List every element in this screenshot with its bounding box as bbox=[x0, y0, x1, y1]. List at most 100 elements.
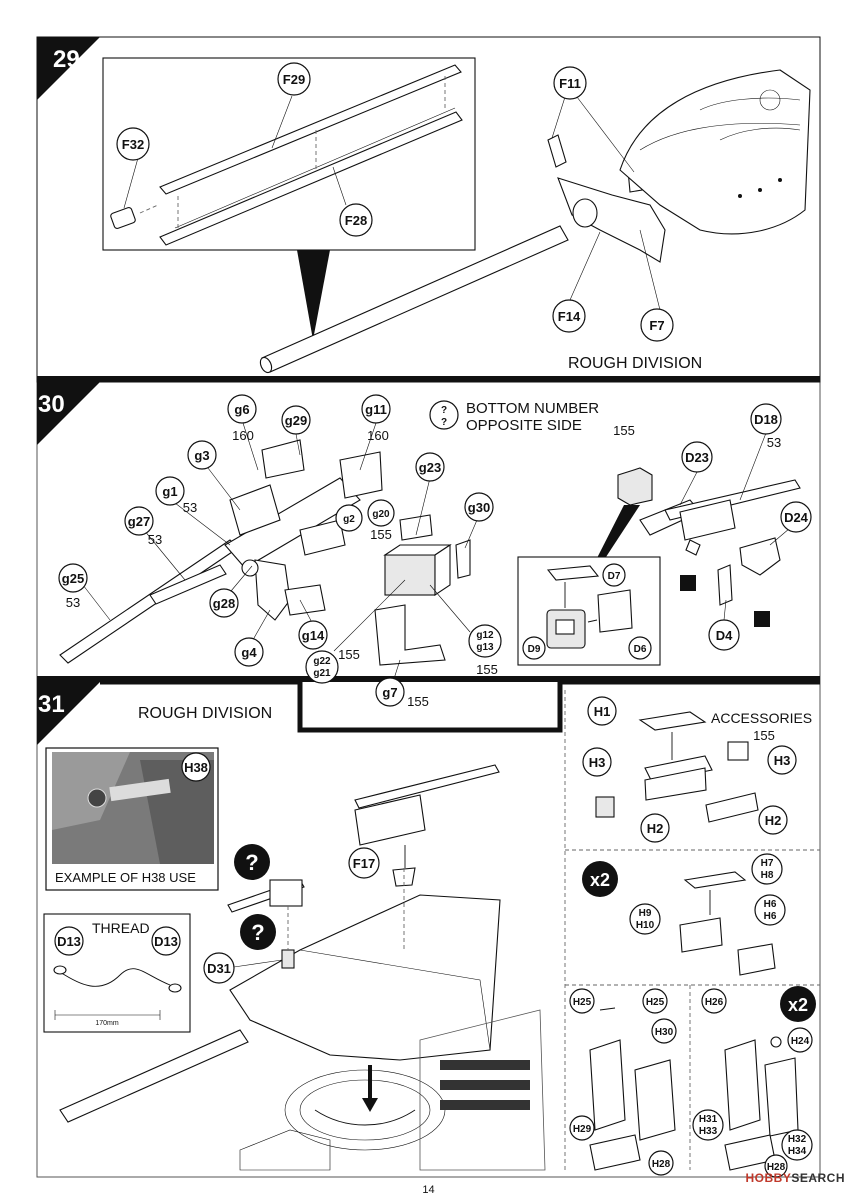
h-left-h28: H28 bbox=[652, 1159, 671, 1170]
paint-num-g12: 155 bbox=[476, 662, 498, 677]
turret-ring bbox=[284, 1069, 446, 1151]
barrel-f28 bbox=[159, 111, 463, 246]
acc2-label-h6b: H6 bbox=[764, 911, 777, 922]
h-right-h24: H24 bbox=[791, 1036, 810, 1047]
legend-symbol-bottom: ? bbox=[441, 417, 447, 428]
watermark: HOBBYSEARCH bbox=[745, 1171, 845, 1185]
h-right-h33: H33 bbox=[699, 1126, 718, 1137]
part-label-d9: D9 bbox=[528, 644, 541, 655]
part-label-g12: g12 bbox=[476, 630, 494, 641]
acc2-label-h6a: H6 bbox=[764, 899, 777, 910]
part-f32-shape bbox=[110, 207, 136, 229]
legend-text-2: OPPOSITE SIDE bbox=[466, 417, 582, 434]
callout-f28 bbox=[339, 203, 373, 237]
h-left-h25b: H25 bbox=[646, 997, 665, 1008]
step-29-badge bbox=[37, 37, 100, 100]
paint-num-d18: 53 bbox=[767, 435, 781, 450]
watermark-rest: SEARCH bbox=[791, 1171, 845, 1185]
acc-label-h3-left: H3 bbox=[589, 755, 606, 770]
x2-badge-1 bbox=[582, 861, 618, 897]
sight-box bbox=[617, 467, 653, 506]
part-label-d31: D31 bbox=[207, 961, 231, 976]
part-label-f32: F32 bbox=[122, 137, 144, 152]
part-label-d18: D18 bbox=[754, 412, 778, 427]
part-label-g6: g6 bbox=[234, 402, 249, 417]
part-label-g11: g11 bbox=[365, 402, 387, 417]
step-29-note: ROUGH DIVISION bbox=[568, 355, 702, 372]
h-right-h28: H28 bbox=[767, 1162, 786, 1173]
ammo-box bbox=[384, 554, 436, 596]
acc-label-h3-right: H3 bbox=[774, 753, 791, 768]
callout-f11 bbox=[553, 66, 587, 100]
part-label-g7: g7 bbox=[382, 685, 397, 700]
part-label-d13-left: D13 bbox=[57, 934, 81, 949]
part-label-g1: g1 bbox=[162, 484, 177, 499]
h-right-h31: H31 bbox=[699, 1114, 718, 1125]
accessories-title: ACCESSORIES bbox=[711, 710, 812, 726]
watermark-brand: HOBBY bbox=[745, 1171, 792, 1185]
part-label-f14: F14 bbox=[558, 309, 581, 324]
part-label-g14: g14 bbox=[302, 628, 325, 643]
part-label-g30: g30 bbox=[468, 500, 490, 515]
part-label-g21: g21 bbox=[313, 668, 331, 679]
accessories-num: 155 bbox=[753, 728, 775, 743]
paint-num-g1: 53 bbox=[183, 500, 197, 515]
stowage-right-b bbox=[764, 1057, 799, 1137]
acc-label-h1: H1 bbox=[594, 704, 611, 719]
part-label-g25: g25 bbox=[62, 571, 84, 586]
part-label-f29: F29 bbox=[283, 72, 305, 87]
part-label-f11: F11 bbox=[559, 76, 581, 91]
top-mg bbox=[354, 764, 500, 809]
part-label-g20: g20 bbox=[372, 509, 390, 520]
part-label-g22: g22 bbox=[313, 656, 331, 667]
part-label-f17: F17 bbox=[353, 856, 375, 871]
callout-f32 bbox=[116, 127, 150, 161]
paint-num-g11: 160 bbox=[367, 428, 389, 443]
example-caption: EXAMPLE OF H38 USE bbox=[55, 870, 196, 885]
x2-text-2: x2 bbox=[788, 995, 808, 1015]
part-label-f28: F28 bbox=[345, 213, 367, 228]
part-label-d4: D4 bbox=[716, 628, 733, 643]
barrel-f29 bbox=[159, 64, 462, 195]
h-left-h30: H30 bbox=[655, 1027, 674, 1038]
paint-num-g6: 160 bbox=[232, 428, 254, 443]
legend-symbol-top: ? bbox=[441, 405, 447, 416]
acc-label-h2-right: H2 bbox=[765, 813, 782, 828]
paint-num-d: 155 bbox=[613, 423, 635, 438]
unknown-symbol-1: ? bbox=[245, 850, 258, 875]
legend-icon bbox=[429, 400, 459, 430]
paint-num-g7: 155 bbox=[407, 694, 429, 709]
paint-num-g27: 53 bbox=[148, 532, 162, 547]
step-29-number: 29 bbox=[53, 46, 80, 73]
acc2-label-h9: H9 bbox=[639, 908, 652, 919]
acc2-label-h7: H7 bbox=[761, 858, 774, 869]
engine-grille bbox=[440, 1060, 530, 1110]
stowage-left-b bbox=[634, 1059, 676, 1141]
acc2-label-h8: H8 bbox=[761, 870, 774, 881]
unknown-icon-2 bbox=[240, 914, 276, 950]
part-label-g27: g27 bbox=[128, 514, 150, 529]
step-31-number: 31 bbox=[38, 691, 65, 718]
h-right-h32: H32 bbox=[788, 1134, 807, 1145]
thread-length: 170mm bbox=[95, 1020, 119, 1027]
step-30: 30 ? ? BOTTOM NUMBER OPPOSITE SIDE bbox=[37, 382, 820, 709]
ammo-tray bbox=[374, 604, 446, 666]
part-label-g2: g2 bbox=[343, 514, 355, 525]
paint-num-g20: 155 bbox=[370, 527, 392, 542]
acc2-label-h10: H10 bbox=[636, 920, 655, 931]
callout-f14 bbox=[552, 299, 586, 333]
inset-pointer bbox=[297, 250, 330, 340]
part-label-d6: D6 bbox=[634, 644, 647, 655]
thread-title: THREAD bbox=[92, 920, 150, 936]
callout-f29 bbox=[277, 62, 311, 96]
part-label-g28: g28 bbox=[213, 596, 235, 611]
marker-square-1 bbox=[680, 575, 696, 591]
part-label-d13-right: D13 bbox=[154, 934, 178, 949]
page-number: 14 bbox=[422, 1184, 435, 1196]
part-label-g13: g13 bbox=[476, 642, 494, 653]
part-label-d7: D7 bbox=[608, 571, 621, 582]
h-left-h29: H29 bbox=[573, 1124, 592, 1135]
part-label-g29: g29 bbox=[285, 413, 307, 428]
legend-text-1: BOTTOM NUMBER bbox=[466, 400, 599, 417]
